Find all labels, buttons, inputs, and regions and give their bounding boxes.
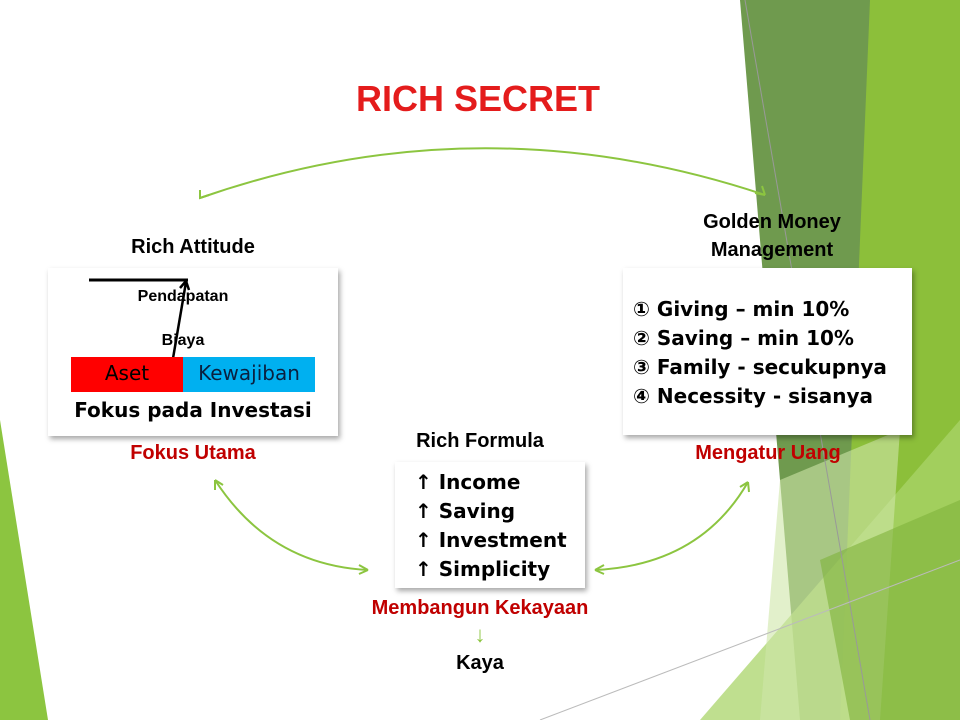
formula-box: ↑ Income ↑ Saving ↑ Investment ↑ Simplic… [395,462,585,588]
arrow-formula-golden [594,481,749,571]
income-label: Pendapatan [137,288,229,305]
golden-caption: Mengatur Uang [695,442,841,464]
down-arrow-icon: ↓ [474,622,486,647]
golden-item: ① Giving – min 10% [633,297,850,321]
liability-block: Kewajiban [183,357,315,392]
formula-item: ↑ Simplicity [415,557,551,581]
golden-list: ① Giving – min 10% ② Saving – min 10% ③ … [633,295,887,411]
result-label: Kaya [456,652,504,674]
rich-attitude-box: Pendapatan Biaya Aset Kewajiban Fokus pa… [48,268,338,436]
formula-item: ↑ Saving [415,499,516,523]
arrow-attitude-formula [214,479,369,571]
formula-item: ↑ Investment [415,528,567,552]
slide-title: RICH SECRET [355,78,601,119]
formula-heading: Rich Formula [416,430,544,452]
golden-heading-line1: Golden Money [703,211,841,233]
golden-heading: Golden Money Management [703,208,841,264]
formula-caption: Membangun Kekayaan [371,597,589,619]
golden-item: ④ Necessity - sisanya [633,384,874,408]
focus-text: Fokus pada Investasi [74,398,312,422]
golden-heading-line2: Management [710,239,834,261]
rich-attitude-heading: Rich Attitude [131,236,255,258]
arrow-attitude-golden [199,147,766,199]
formula-item: ↑ Income [415,470,521,494]
golden-item: ③ Family - secukupnya [633,355,887,379]
golden-box: ① Giving – min 10% ② Saving – min 10% ③ … [623,268,912,435]
attitude-caption: Fokus Utama [130,442,256,464]
asset-block: Aset [71,357,183,392]
cost-label: Biaya [161,332,205,349]
formula-list: ↑ Income ↑ Saving ↑ Investment ↑ Simplic… [415,468,567,584]
golden-item: ② Saving – min 10% [633,326,854,350]
